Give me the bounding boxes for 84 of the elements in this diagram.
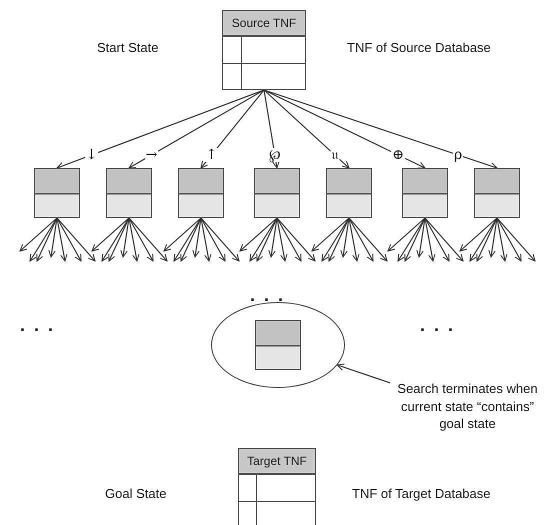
state-box: [254, 320, 300, 370]
arrow: [56, 218, 96, 262]
arrow: [56, 89, 264, 170]
annotation-text: Search terminates when current state “contains” goal state: [390, 380, 545, 438]
arrow: [174, 218, 202, 262]
ellipsis: . . .: [420, 315, 456, 336]
arrow: [128, 218, 168, 262]
arrow: [264, 90, 350, 168]
arrow: [388, 218, 426, 252]
arrow: [340, 218, 350, 258]
state-box: [106, 168, 152, 218]
arrow: [30, 218, 58, 262]
state-caption: TNF of Target Database: [352, 486, 490, 501]
state-box: [402, 168, 448, 218]
arrow: [348, 218, 388, 262]
edge-label: ⊕: [391, 148, 406, 162]
arrow: [48, 218, 58, 258]
arrow: [200, 218, 240, 262]
arrow: [56, 218, 68, 262]
arrow: [276, 218, 302, 262]
state-box: [254, 168, 300, 218]
ellipsis: . . .: [250, 285, 286, 306]
edge-label: 𝔲: [330, 148, 340, 162]
arrow: [164, 218, 202, 252]
arrow: [180, 218, 202, 262]
arrow: [102, 218, 130, 262]
arrow: [36, 218, 58, 262]
arrow: [92, 218, 130, 252]
arrow: [128, 90, 264, 168]
arrow: [336, 364, 390, 384]
arrow: [268, 218, 278, 258]
edge-label: →: [144, 148, 158, 162]
arrow: [496, 218, 508, 262]
tnf-table: [238, 448, 316, 525]
arrow: [264, 89, 498, 170]
arrow: [424, 218, 450, 262]
arrow: [470, 218, 498, 262]
arrow: [312, 218, 350, 252]
arrow: [416, 218, 426, 258]
ellipsis: . . .: [20, 315, 56, 336]
arrow: [192, 218, 202, 258]
arrow: [264, 90, 426, 169]
arrow: [488, 218, 498, 258]
state-box: [474, 168, 520, 218]
goal-ellipse: [211, 302, 345, 388]
arrow: [200, 218, 226, 262]
arrow: [496, 218, 536, 262]
arrow: [398, 218, 426, 262]
edge-label: ↑: [204, 148, 218, 162]
table-header: Target TNF: [239, 449, 315, 474]
arrow: [348, 218, 360, 262]
arrow: [256, 218, 278, 262]
arrow: [460, 218, 498, 252]
arrow: [128, 218, 140, 262]
arrow: [322, 218, 350, 262]
state-box: [178, 168, 224, 218]
arrow: [240, 218, 278, 252]
state-caption: TNF of Source Database: [347, 40, 491, 55]
state-box: [326, 168, 372, 218]
arrow: [348, 218, 374, 262]
arrow: [56, 218, 82, 262]
arrow: [404, 218, 426, 262]
arrow: [276, 218, 288, 262]
arrow: [200, 218, 212, 262]
state-caption: Goal State: [105, 486, 166, 501]
arrow: [108, 218, 130, 262]
arrow: [424, 218, 464, 262]
arrow: [120, 218, 130, 258]
state-caption: Start State: [97, 40, 158, 55]
arrow: [424, 218, 436, 262]
arrow: [328, 218, 350, 262]
table-header: Source TNF: [223, 11, 305, 36]
arrow: [20, 218, 58, 252]
arrow: [263, 90, 280, 168]
state-box: [34, 168, 80, 218]
arrow: [496, 218, 522, 262]
arrow: [276, 218, 316, 262]
edge-label: ℘: [268, 148, 282, 162]
arrow: [200, 90, 264, 168]
arrow: [128, 218, 154, 262]
tnf-table: [222, 10, 306, 90]
edge-label: ↓: [84, 148, 98, 162]
arrow: [250, 218, 278, 262]
arrow: [476, 218, 498, 262]
